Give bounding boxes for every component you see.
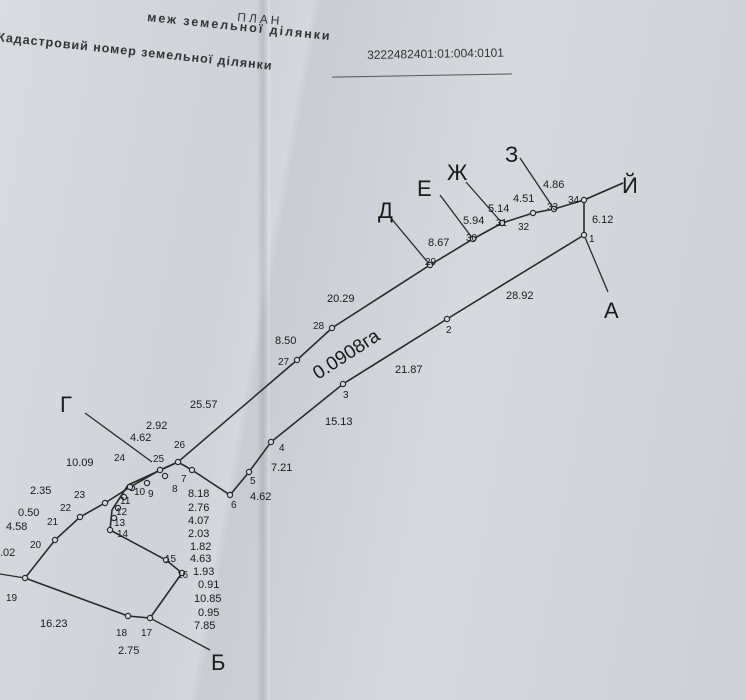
point-number: 14: [117, 529, 129, 540]
distance-label: 2.76: [188, 502, 209, 514]
distance-label: 2.92: [146, 420, 167, 432]
point-number: 25: [153, 454, 165, 465]
distance-label: 0.95: [198, 607, 219, 619]
distance-label: 4.86: [543, 179, 564, 191]
point-number: 2: [446, 325, 452, 336]
corner-letter-e: Е: [417, 176, 432, 201]
distance-label: 4.51: [513, 193, 534, 205]
southern-boundary: [177, 234, 585, 497]
point-number: 17: [141, 628, 153, 639]
point-number: 3: [343, 390, 349, 401]
corner-letter-a: А: [604, 298, 619, 323]
point-number: 18: [116, 628, 128, 639]
parcel-area-label: 0.0908га: [309, 325, 384, 384]
corner-letter-b: Б: [211, 650, 225, 675]
distance-label: 2.75: [118, 645, 139, 657]
corner-letter-zh: Ж: [447, 160, 468, 185]
distance-label: 4.58: [6, 521, 27, 533]
point-number: 16: [177, 570, 189, 581]
distance-label: 25.57: [190, 399, 218, 411]
distance-label: 0.91: [198, 579, 219, 591]
point-number: 5: [250, 476, 256, 487]
point-number: 6: [231, 500, 237, 511]
point-number: 12: [116, 507, 128, 518]
corner-letter-d: Д: [378, 198, 393, 223]
distance-label: 16.23: [40, 618, 68, 630]
distance-label: 4.07: [188, 515, 209, 527]
distance-labels: 6.12 28.92 21.87 15.13 7.21 4.62 8.18 2.…: [0, 179, 613, 657]
distance-label: 10.85: [194, 593, 222, 605]
distance-label: 4.62: [130, 432, 151, 444]
distance-label: 8.67: [428, 237, 449, 249]
corner-letter-z: З: [505, 142, 518, 167]
corner-letters: А Б Г Д Е Ж З Й: [60, 142, 638, 675]
distance-label: 4.62: [250, 491, 271, 503]
page-fold: [256, 0, 270, 700]
point-number: 21: [47, 517, 59, 528]
corner-letter-g: Г: [60, 392, 72, 417]
point-number: 27: [278, 357, 290, 368]
survey-point-markers: [21, 196, 588, 622]
point-number: 4: [279, 443, 285, 454]
point-number: 26: [174, 440, 186, 451]
distance-label: 6.12: [592, 214, 613, 226]
distance-label: 5.14: [488, 203, 509, 215]
distance-label: 5.94: [463, 215, 484, 227]
distance-label: 0.50: [18, 507, 39, 519]
distance-label: 7.21: [271, 462, 292, 474]
distance-label: .02: [0, 547, 15, 559]
point-number: 10: [134, 487, 146, 498]
corner-leader-lines: [0, 157, 624, 651]
distance-label: 2.35: [30, 485, 51, 497]
distance-label: 21.87: [395, 364, 423, 376]
point-number: 32: [518, 222, 530, 233]
point-number: 28: [313, 321, 325, 332]
point-number: 15: [165, 554, 177, 565]
distance-label: 28.92: [506, 290, 534, 302]
corner-letter-y: Й: [622, 173, 638, 198]
distance-label: 7.85: [194, 620, 215, 632]
point-number: 24: [114, 453, 126, 464]
point-number: 8: [172, 484, 178, 495]
point-number: 1: [589, 234, 595, 245]
point-number: 34: [568, 195, 580, 206]
point-number: 20: [30, 540, 42, 551]
point-number: 31: [496, 218, 508, 229]
distance-label: 10.09: [66, 457, 94, 469]
point-number: 29: [425, 257, 437, 268]
point-number: 30: [466, 233, 478, 244]
distance-label: 4.63: [190, 553, 211, 565]
point-number: 22: [60, 503, 72, 514]
distance-label: 1.93: [193, 566, 214, 578]
point-number: 23: [74, 490, 86, 501]
point-number: 11: [120, 496, 131, 507]
distance-label: 15.13: [325, 416, 353, 428]
point-number: 9: [148, 489, 154, 500]
point-number: 33: [547, 202, 559, 213]
distance-label: 20.29: [327, 293, 355, 305]
point-number: 7: [181, 474, 187, 485]
point-numbers: 1 2 3 4 5 6 7 8 9 10 11 12 13 14 15 16 1…: [6, 195, 595, 639]
distance-label: 8.50: [275, 335, 296, 347]
distance-label: 8.18: [188, 488, 209, 500]
point-number: 13: [114, 518, 126, 529]
distance-label: 1.82: [190, 541, 211, 553]
northern-boundary: [24, 182, 624, 579]
boundary-lines: [24, 182, 624, 619]
point-number: 19: [6, 593, 18, 604]
distance-label: 2.03: [188, 528, 209, 540]
